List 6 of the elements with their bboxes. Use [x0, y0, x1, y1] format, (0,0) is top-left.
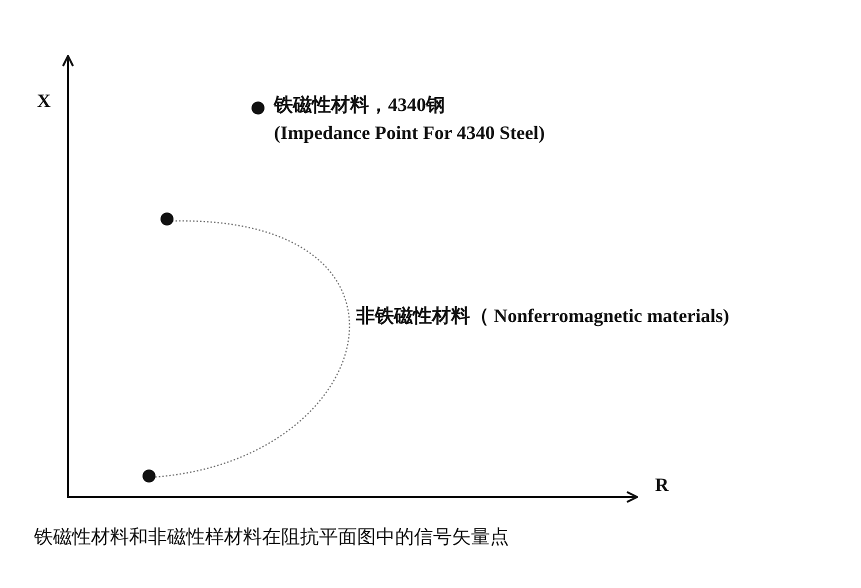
point-label: (Impedance Point For 4340 Steel) [274, 124, 545, 145]
axis-label: X [37, 92, 51, 113]
point-label: 铁磁性材料，4340钢 [274, 96, 445, 117]
curve-label: 非铁磁性材料（ Nonferromagnetic materials) [356, 307, 730, 328]
caption: 铁磁性材料和非磁性样材料在阻抗平面图中的信号矢量点 [34, 528, 509, 549]
axis-label: R [655, 476, 669, 497]
